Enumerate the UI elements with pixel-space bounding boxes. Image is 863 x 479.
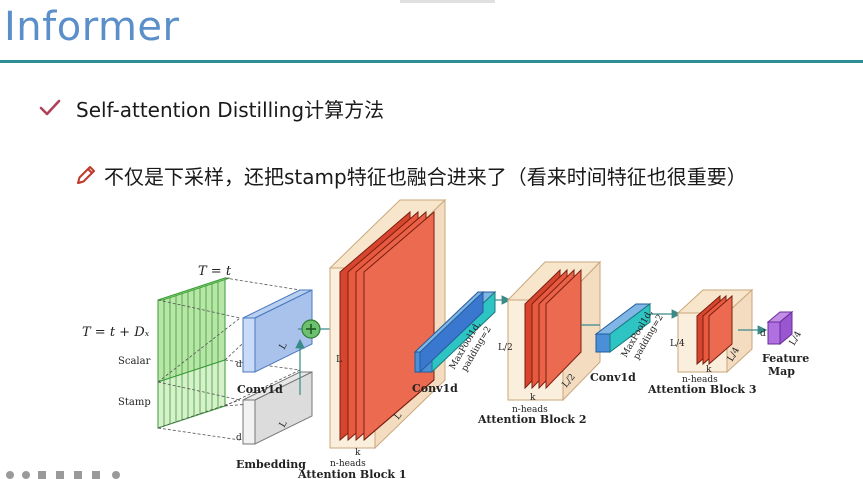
feature-label: Feature <box>762 352 809 365</box>
scalar-label: Scalar <box>118 356 151 367</box>
time-label-t-plus: T = t + Dₓ <box>82 325 150 340</box>
toolbar-forward-icon[interactable] <box>22 471 30 479</box>
L-label-block1: L <box>336 355 342 365</box>
toolbar-zoom-icon[interactable] <box>56 471 64 479</box>
k-label-2: k <box>530 393 536 403</box>
attention-block-3 <box>678 290 752 372</box>
time-label-t: T = t <box>198 264 232 279</box>
attention-block-1 <box>330 200 445 448</box>
d-label-top: d <box>236 360 242 370</box>
stamp-label: Stamp <box>118 397 151 408</box>
d-label-feature: d <box>760 329 766 339</box>
toolbar-grid-icon[interactable] <box>74 471 82 479</box>
conv1d-label-c: Conv1d <box>590 371 636 384</box>
toolbar-slides-icon[interactable] <box>92 471 100 479</box>
toolbar-back-icon[interactable] <box>6 471 14 479</box>
d-label-bottom: d <box>236 433 242 443</box>
map-label: Map <box>768 365 795 378</box>
L2-label-left: L/2 <box>498 343 513 353</box>
presentation-toolbar <box>0 468 863 479</box>
conv1d-label-b: Conv1d <box>412 382 458 395</box>
toolbar-more-icon[interactable] <box>112 471 120 479</box>
toolbar-pen-icon[interactable] <box>38 471 46 479</box>
k-label-1: k <box>355 448 361 458</box>
input-sequence <box>158 278 230 428</box>
attention-block-2-label: Attention Block 2 <box>477 413 587 426</box>
conv1d-label-a: Conv1d <box>237 383 283 396</box>
feature-map-block <box>768 312 792 344</box>
attention-block-3-label: Attention Block 3 <box>647 383 757 396</box>
add-operator-icon <box>302 320 320 338</box>
L4-label-left: L/4 <box>670 339 685 349</box>
attention-block-2 <box>508 262 600 400</box>
k-label-3: k <box>706 365 712 375</box>
